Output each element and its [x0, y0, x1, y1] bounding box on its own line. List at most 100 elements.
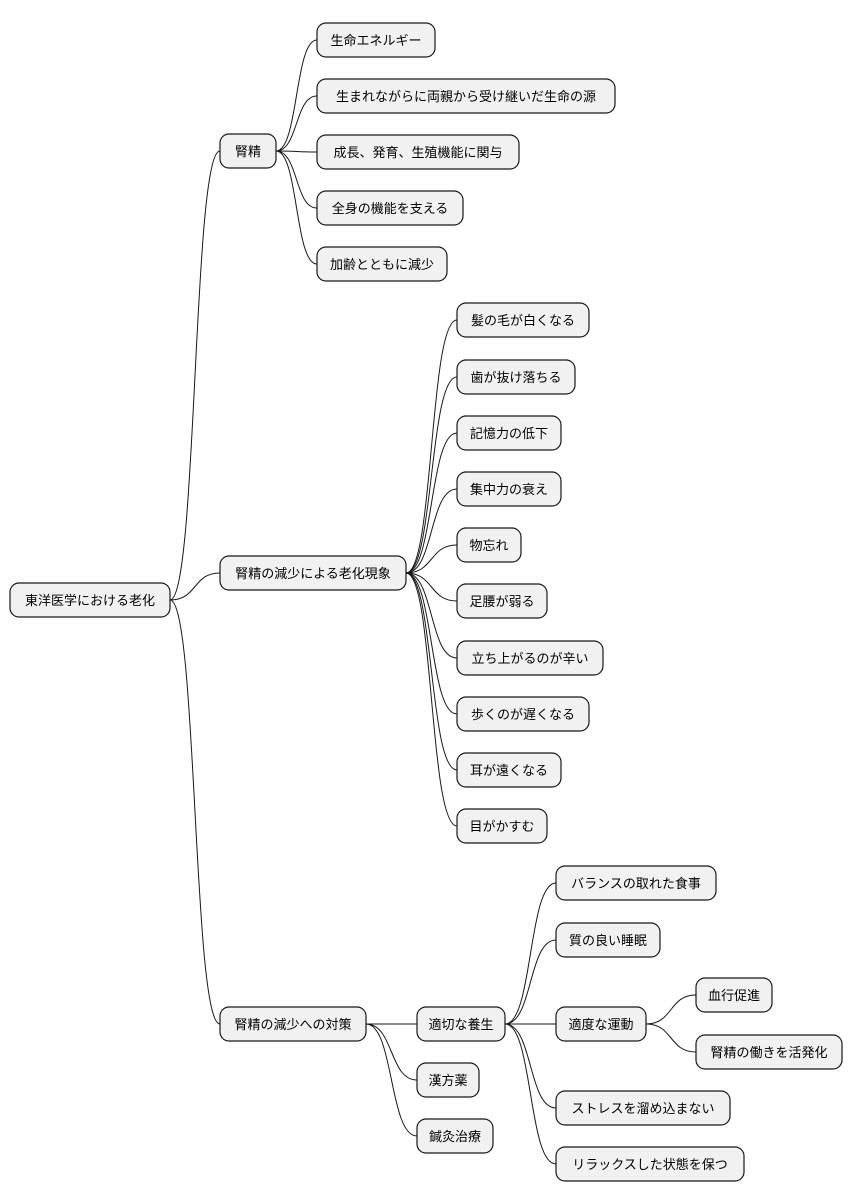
node-box: [416, 1006, 506, 1042]
node-label: 成長、発育、生殖機能に関与: [333, 145, 502, 161]
node-box: [456, 696, 590, 732]
node-box: [316, 246, 448, 282]
mindmap-node: 腎精の減少による老化現象: [219, 555, 407, 591]
node-box: [695, 1034, 843, 1070]
mindmap-edge: [405, 319, 458, 574]
mindmap-node: 足腰が弱る: [456, 583, 548, 619]
mindmap-node: 腎精の減少への対策: [219, 1006, 367, 1042]
node-box: [316, 78, 616, 114]
mindmap-node: ストレスを溜め込まない: [555, 1090, 731, 1126]
mindmap-node: 物忘れ: [456, 527, 522, 563]
node-label: バランスの取れた食事: [571, 876, 701, 892]
node-label: 腎精の減少への対策: [234, 1017, 351, 1033]
node-box: [456, 640, 604, 676]
mindmap-edge: [275, 150, 318, 153]
mindmap-edge: [169, 599, 221, 1025]
mindmap-node: リラックスした状態を保つ: [555, 1146, 745, 1182]
mindmap-edge: [275, 150, 318, 209]
node-box: [456, 808, 548, 844]
node-label: 集中力の衰え: [470, 482, 548, 498]
node-label: 生まれながらに両親から受け継いだ生命の源: [336, 89, 596, 105]
node-label: 腎精: [235, 145, 261, 160]
mindmap-node: 腎精: [219, 133, 277, 169]
mindmap-node: 立ち上がるのが辛い: [456, 640, 604, 676]
mindmap-root-node: 東洋医学における老化: [9, 582, 171, 618]
mindmap-node: 腎精の働きを活発化: [695, 1034, 843, 1070]
mindmap-edge: [504, 1023, 557, 1165]
mindmap-node: 目がかすむ: [456, 808, 548, 844]
node-box: [219, 133, 277, 169]
node-label: 鍼灸治療: [429, 1129, 481, 1145]
node-box: [456, 752, 562, 788]
mindmap-node: 耳が遠くなる: [456, 752, 562, 788]
mindmap-node: 髪の毛が白くなる: [456, 302, 590, 338]
mindmap-node: 適度な運動: [555, 1006, 647, 1042]
mindmap-edge: [365, 1023, 418, 1081]
node-box: [555, 1006, 647, 1042]
mindmap-node: 生命エネルギー: [316, 22, 436, 58]
mindmap-edges: [169, 39, 697, 1165]
node-box: [456, 359, 576, 395]
node-label: 血行促進: [708, 989, 760, 1004]
mindmap-edge: [504, 1023, 557, 1109]
node-label: 歯が抜け落ちる: [470, 370, 561, 386]
node-box: [555, 1146, 745, 1182]
node-box: [416, 1118, 494, 1154]
node-box: [316, 190, 464, 226]
node-label: 質の良い睡眠: [569, 933, 647, 949]
node-box: [456, 415, 562, 451]
mindmap-edge: [645, 1023, 697, 1053]
mindmap-edge: [275, 150, 318, 265]
node-label: 適切な養生: [428, 1017, 493, 1033]
node-label: 足腰が弱る: [469, 595, 534, 610]
node-label: 歩くのが遅くなる: [471, 708, 575, 723]
mindmap-edge: [504, 882, 557, 1025]
mindmap-edge: [405, 488, 458, 574]
mindmap-edge: [645, 994, 697, 1025]
node-label: 適度な運動: [568, 1017, 633, 1033]
mindmap-node: 生まれながらに両親から受け継いだ生命の源: [316, 78, 616, 114]
mindmap-node: 適切な養生: [416, 1006, 506, 1042]
node-label: 耳が遠くなる: [470, 764, 548, 779]
node-label: 東洋医学における老化: [25, 593, 155, 609]
mindmap-edge: [405, 544, 458, 574]
node-label: リラックスした状態を保つ: [572, 1157, 728, 1173]
mindmap-node: 漢方薬: [416, 1062, 480, 1098]
node-box: [456, 583, 548, 619]
mindmap-node: 鍼灸治療: [416, 1118, 494, 1154]
mindmap-edge: [405, 572, 458, 602]
node-label: 生命エネルギー: [330, 33, 421, 49]
node-box: [555, 922, 661, 958]
node-box: [456, 527, 522, 563]
node-box: [456, 471, 562, 507]
node-label: ストレスを溜め込まない: [571, 1102, 714, 1117]
node-box: [316, 22, 436, 58]
node-label: 全身の機能を支える: [332, 201, 449, 217]
mindmap-edge: [365, 1023, 418, 1137]
node-label: 腎精の減少による老化現象: [235, 566, 391, 582]
node-label: 腎精の働きを活発化: [710, 1046, 827, 1061]
mindmap-node: 記憶力の低下: [456, 415, 562, 451]
mindmap-edge: [405, 572, 458, 659]
node-label: 物忘れ: [469, 539, 508, 554]
mindmap-nodes: 東洋医学における老化 腎精 生命エネルギー生まれながらに両親から受け継いだ生命の源成…: [9, 22, 843, 1182]
node-label: 加齢とともに減少: [330, 257, 434, 273]
node-box: [555, 1090, 731, 1126]
mindmap-node: 成長、発育、生殖機能に関与: [316, 134, 520, 170]
mindmap-node: 質の良い睡眠: [555, 922, 661, 958]
node-box: [219, 1006, 367, 1042]
mindmap-node: バランスの取れた食事: [555, 865, 717, 901]
node-box: [316, 134, 520, 170]
mindmap-node: 血行促進: [695, 977, 773, 1013]
node-label: 目がかすむ: [469, 820, 534, 835]
node-box: [555, 865, 717, 901]
mindmap-edge: [169, 572, 221, 601]
node-box: [456, 302, 590, 338]
mindmap-edge: [275, 95, 318, 152]
mindmap-node: 加齢とともに減少: [316, 246, 448, 282]
mindmap-edge: [504, 939, 557, 1025]
node-box: [695, 977, 773, 1013]
node-label: 記憶力の低下: [470, 426, 548, 442]
mindmap-edge: [275, 39, 318, 152]
